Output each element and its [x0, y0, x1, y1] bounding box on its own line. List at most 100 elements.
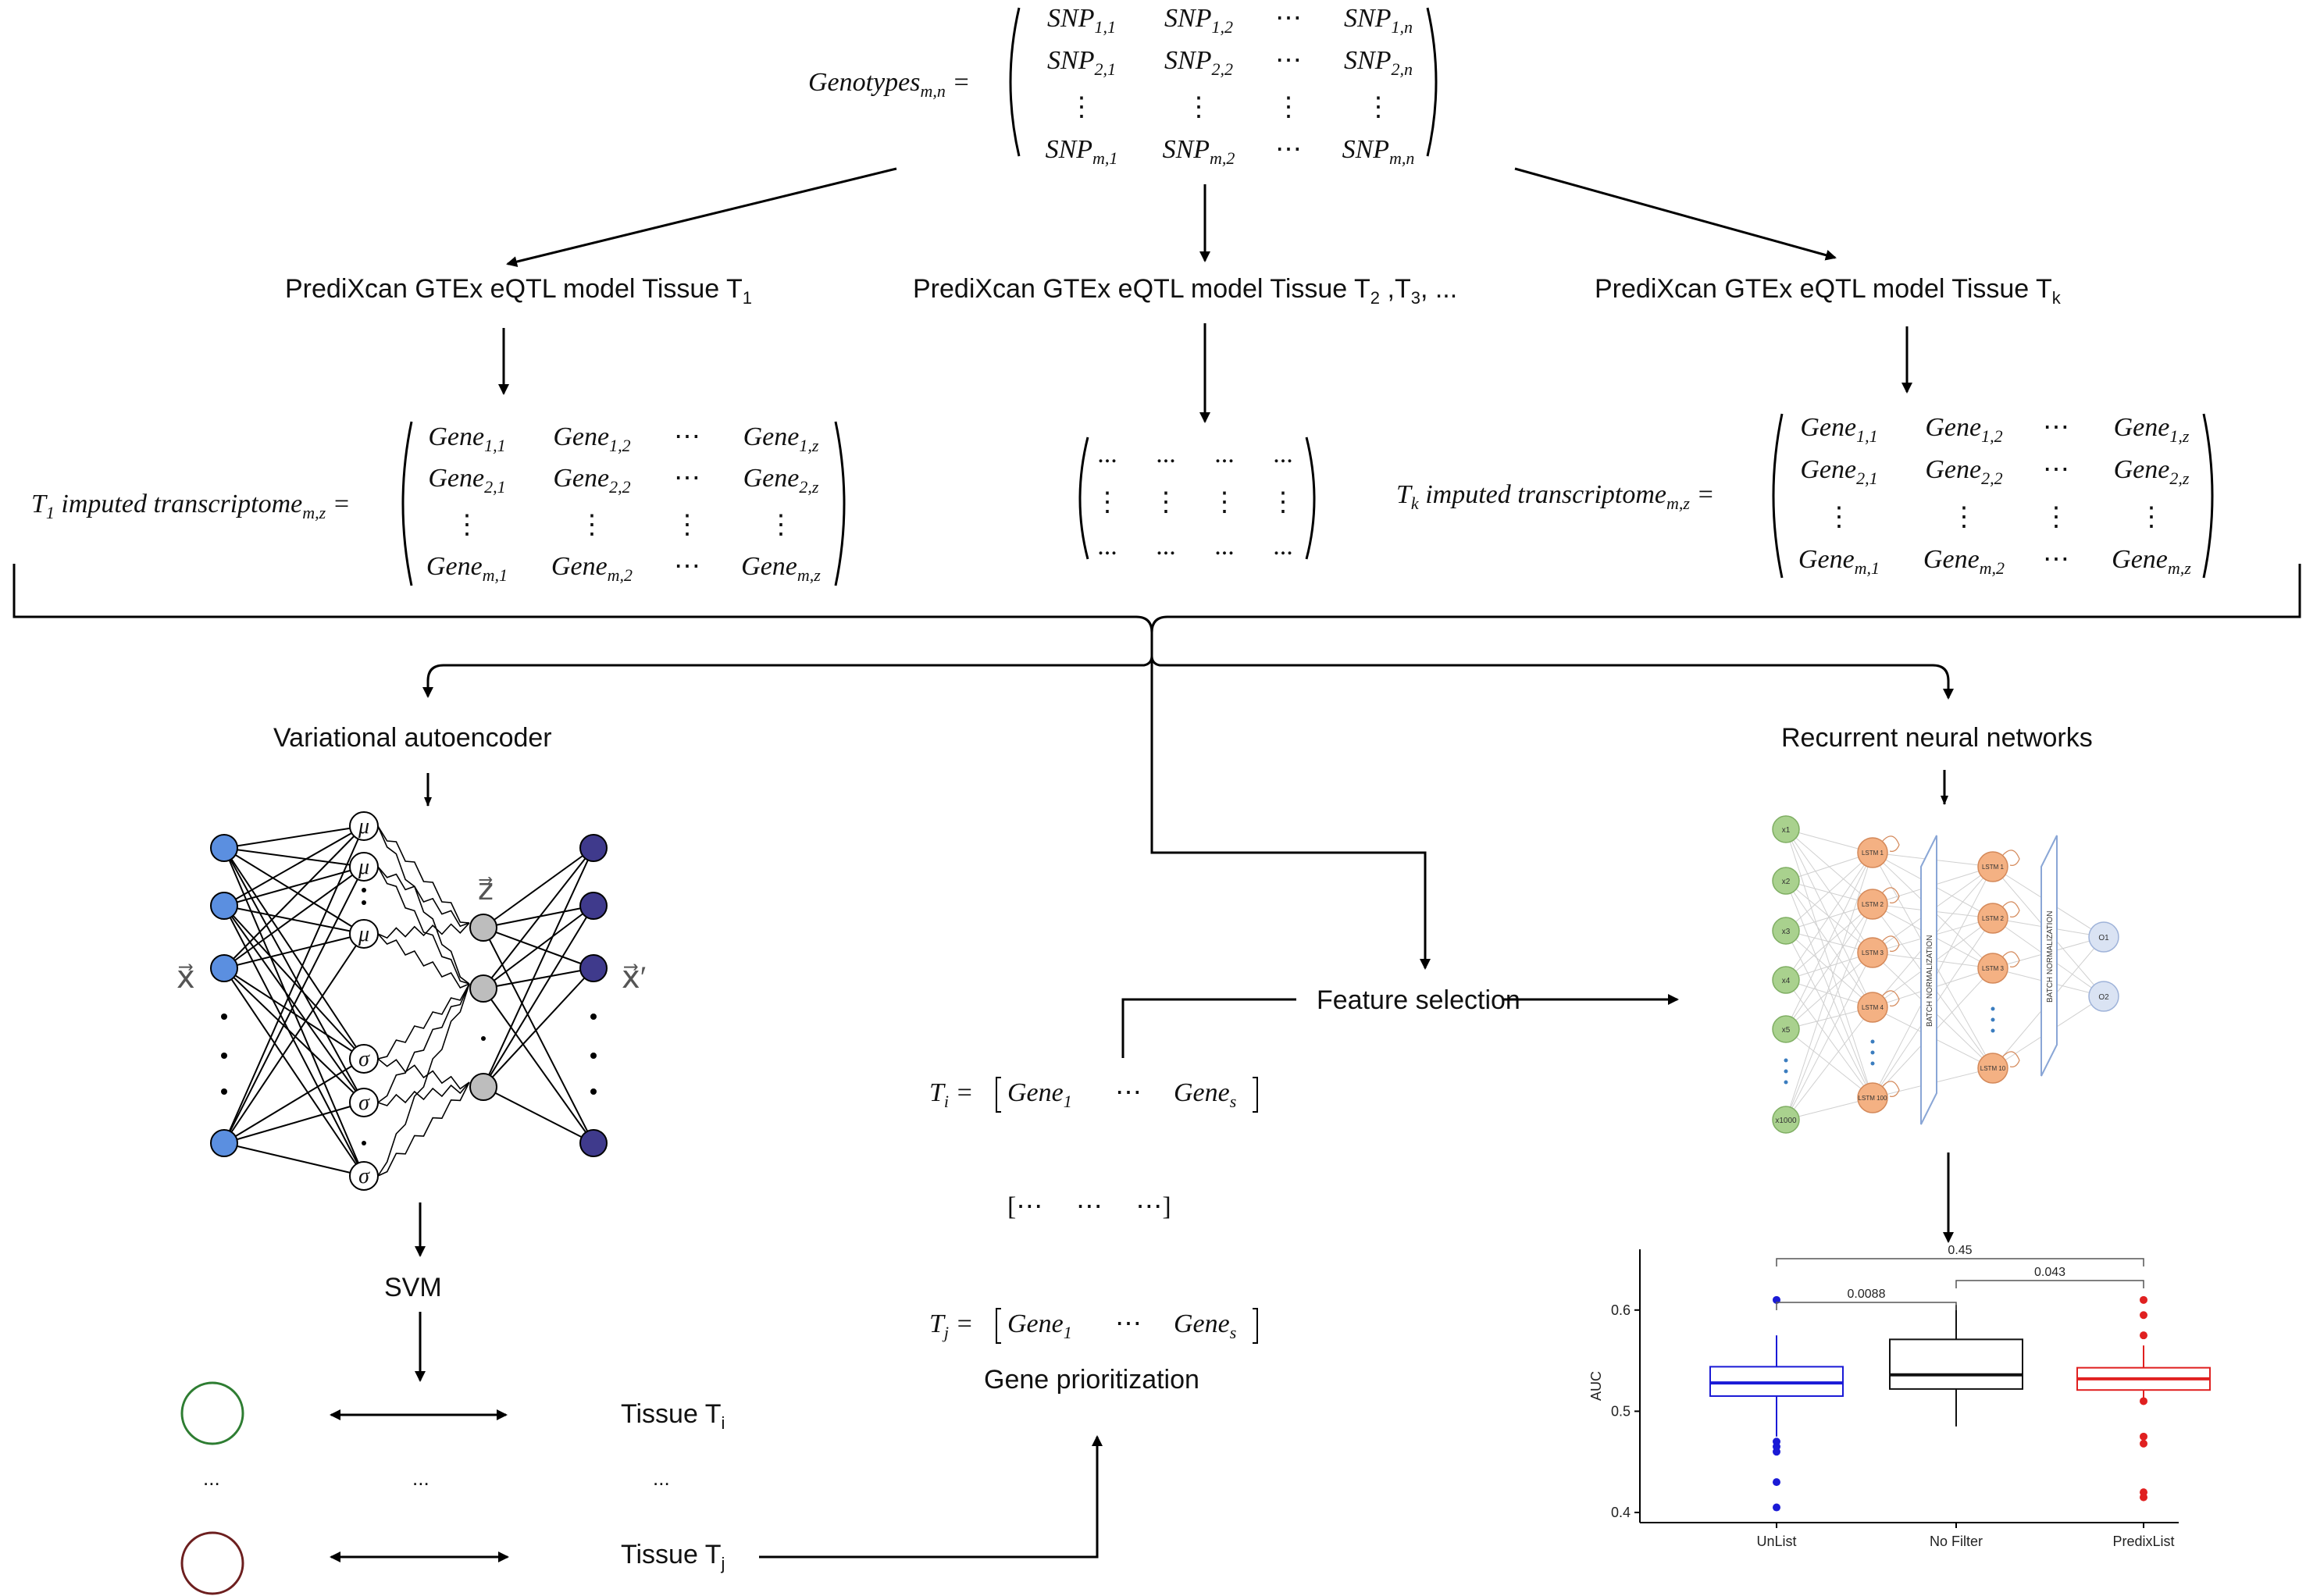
vae-edge: [223, 847, 365, 1060]
matrix-bracket-left: [1772, 413, 1784, 579]
vae-edge: [483, 967, 594, 1088]
vae-z-label: z⃗: [478, 874, 494, 907]
svg-text:Gene1: Gene1: [1007, 1078, 1072, 1111]
matrix-cell: ⋮: [1270, 488, 1296, 517]
rnn-edge: [1785, 852, 1873, 1120]
rnn-edge: [1785, 852, 1873, 981]
matrix-cell: SNPm,2: [1163, 135, 1235, 168]
svg-text:Ti =: Ti =: [929, 1078, 974, 1111]
vae-mu-symbol: μ: [358, 814, 369, 839]
vae-edge: [223, 825, 365, 969]
matrix-cell: ⋮: [1068, 93, 1095, 122]
rnn-edge: [1785, 952, 1873, 1030]
vae-input-node: [210, 834, 238, 862]
vae-edge: [223, 932, 365, 969]
matrix-cell: ⋮: [1951, 503, 1977, 532]
rnn-edge: [1785, 1006, 1873, 1120]
lstm-node: [1977, 903, 2008, 934]
matrix-cell: ⋮: [1185, 93, 1212, 122]
vae-edge: [223, 847, 365, 935]
matrix-cell: ⋯: [674, 464, 700, 493]
vae-sample-edge: [377, 866, 470, 985]
matrix-cell: ⋯: [1275, 46, 1302, 75]
lstm-label: LSTM 3: [1982, 965, 2005, 972]
vae-sample-edge: [377, 983, 470, 1177]
matrix-cell: ...: [1097, 440, 1117, 468]
rnn-edge: [1785, 903, 1873, 1120]
matrix-cell: Genem,2: [1923, 545, 2005, 578]
matrix-cell: ...: [1214, 532, 1235, 561]
matrix-cell: ⋮: [2138, 503, 2165, 532]
vae-edge: [223, 847, 365, 870]
lstm-node: [1977, 953, 2008, 984]
significance-label: 0.0088: [1848, 1288, 1886, 1301]
matrix-cell: ⋯: [1275, 4, 1302, 33]
batch-norm-label: BATCH NORMALIZATION: [2046, 911, 2055, 1003]
vae-ellipsis-dot: [590, 1014, 597, 1020]
tissue-j-label: Tissue Tj: [621, 1540, 725, 1573]
matrix-cell: Gene2,1: [428, 464, 505, 497]
matrix-cell: SNP2,n: [1344, 46, 1413, 79]
vae-edge: [483, 847, 594, 989]
vae-input-node: [210, 892, 238, 920]
matrix-bracket-left: [1009, 7, 1021, 157]
lstm-label: LSTM 1: [1982, 864, 2005, 871]
rnn-input-node: [1772, 1015, 1800, 1043]
lstm-recurrence: [1881, 887, 1900, 903]
vae-sigma-symbol: σ: [358, 1091, 370, 1115]
vae-edge: [223, 865, 365, 907]
branch-to-vae: [422, 655, 1153, 698]
vae-sample-edge: [377, 983, 470, 1060]
vae-x-prime-label: x⃗′: [622, 960, 647, 995]
matrix-bracket-right: [2202, 413, 2214, 579]
branch-to-rnn: [1150, 655, 1954, 700]
transcriptome-middle: ............⋮⋮⋮⋮............: [1078, 436, 1316, 561]
matrix-cell: ...: [1273, 440, 1293, 468]
vae-edge: [223, 1101, 365, 1144]
matrix-cell: Genem,z: [2112, 545, 2191, 578]
vae-edge: [223, 967, 365, 1177]
rnn-edge: [1785, 952, 1873, 1120]
matrix-cell: ...: [1156, 532, 1176, 561]
significance-label: 0.45: [1948, 1244, 1972, 1257]
vae-edge: [223, 905, 365, 936]
rnn-input-label: x4: [1782, 977, 1791, 985]
svg-text:Genes: Genes: [1174, 1309, 1236, 1342]
svg-text:⋯: ⋯: [1115, 1078, 1142, 1107]
genotypes-lhs: Genotypesm,n =: [808, 68, 970, 101]
matrix-cell: Genem,2: [551, 552, 633, 585]
lstm-node: [1857, 937, 1888, 968]
vae-sigma-node: [349, 1044, 379, 1074]
ti-vector: Ti = Gene1 ⋯ Genes: [929, 1077, 1258, 1113]
vae-sample-edge: [377, 933, 470, 989]
matrix-cell: ...: [1097, 532, 1117, 561]
vae-edge: [223, 967, 365, 1103]
lstm-recurrence: [2001, 951, 2020, 967]
vae-ellipsis-dot: [590, 1088, 597, 1095]
vae-sample-edge: [377, 866, 470, 928]
vae-ellipsis-dot: [221, 1088, 227, 1095]
matrix-cell: ⋮: [1365, 93, 1392, 122]
rnn-output-node: [2088, 981, 2119, 1012]
matrix-cell: SNP1,1: [1047, 4, 1116, 37]
significance-label: 0.043: [2034, 1266, 2065, 1279]
vae-edge: [483, 1086, 594, 1144]
rnn-ellipsis-dot: [1991, 1017, 1995, 1022]
significance-bracket: [1776, 1302, 1957, 1310]
matrix-cell: ⋮: [1094, 488, 1121, 517]
y-tick-label: 0.4: [1611, 1505, 1631, 1520]
vae-sample-edge: [377, 1081, 470, 1106]
lstm-node: [1857, 837, 1888, 868]
batch-norm-layer: [1920, 835, 1937, 1125]
rnn-edge: [1785, 828, 1873, 953]
matrix-cell: Gene2,z: [2114, 455, 2190, 488]
rnn-input-node: [1772, 867, 1800, 895]
svg-text:Tj =: Tj =: [929, 1309, 974, 1342]
vae-edge: [223, 825, 365, 1144]
rnn-input-label: x1: [1782, 826, 1791, 835]
vae-sample-edge: [377, 922, 470, 939]
